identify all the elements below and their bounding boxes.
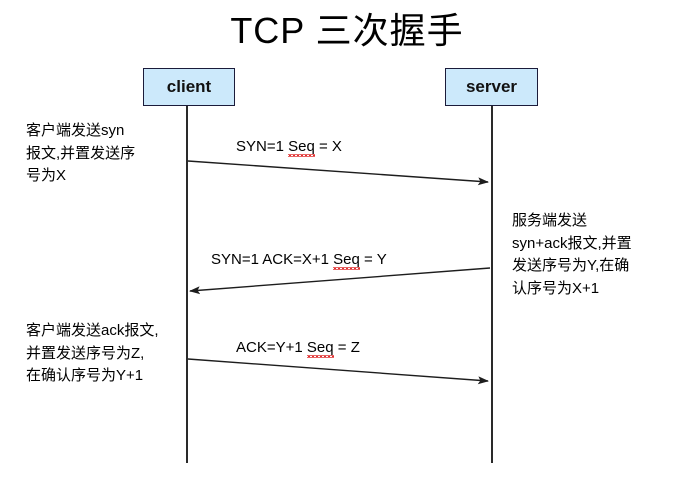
message-1-suffix: = X	[314, 138, 342, 155]
message-label-2: SYN=1 ACK=X+1 Seq = Y	[211, 251, 387, 270]
message-2-suffix: = Y	[359, 251, 387, 268]
note-server-synack-line-2: syn+ack报文,并置	[512, 234, 632, 252]
page-title: TCP 三次握手	[230, 10, 464, 51]
message-arrow-3	[187, 358, 489, 385]
client-lifeline	[186, 106, 188, 463]
note-server-synack-line-3: 发送序号为Y,在确	[512, 257, 630, 274]
message-2-seq-keyword: Seq	[333, 251, 360, 270]
note-client-syn-line-2: 报文,并置发送序	[26, 144, 136, 162]
note-server-synack-line-4: 认序号为X+1	[512, 279, 600, 297]
note-client-ack-line-3: 在确认序号为Y+1	[26, 367, 144, 384]
message-2-prefix: SYN=1 ACK=X+1	[211, 251, 334, 268]
note-client-syn: 客户端发送syn 报文,并置发送序 号为X	[26, 120, 135, 188]
server-lifeline	[491, 106, 493, 463]
message-3-prefix: ACK=Y+1	[236, 339, 307, 356]
message-arrow-1	[187, 160, 489, 186]
server-node-label: server	[465, 77, 518, 96]
message-label-3: ACK=Y+1 Seq = Z	[236, 339, 360, 358]
note-client-syn-line-3: 号为X	[26, 167, 67, 184]
message-3-suffix: = Z	[333, 339, 360, 356]
note-server-synack-line-1: 服务端发送	[512, 212, 588, 229]
note-client-ack-line-2: 并置发送序号为Z,	[26, 344, 145, 362]
note-client-ack-line-1: 客户端发送ack报文,	[26, 322, 159, 339]
note-client-ack: 客户端发送ack报文, 并置发送序号为Z, 在确认序号为Y+1	[26, 320, 159, 388]
client-node-box: client	[143, 68, 235, 106]
note-server-synack: 服务端发送 syn+ack报文,并置 发送序号为Y,在确 认序号为X+1	[512, 210, 632, 300]
message-label-1: SYN=1 Seq = X	[236, 138, 342, 157]
message-1-seq-keyword: Seq	[288, 138, 315, 157]
message-arrow-2	[189, 267, 491, 295]
message-3-seq-keyword: Seq	[306, 339, 334, 358]
message-1-prefix: SYN=1	[236, 138, 289, 155]
note-client-syn-line-1: 客户端发送syn	[26, 122, 125, 139]
server-node-box: server	[445, 68, 538, 106]
client-node-label: client	[166, 77, 212, 96]
